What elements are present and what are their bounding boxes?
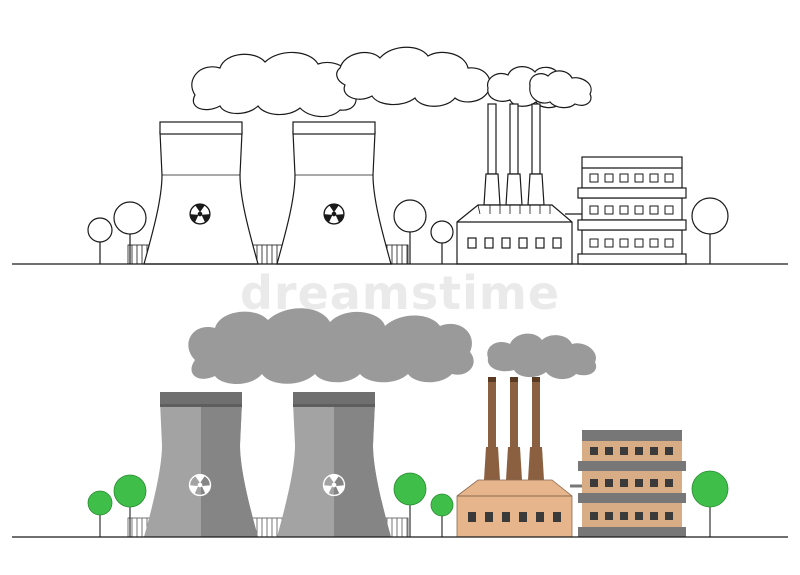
office-window [590, 447, 598, 455]
office-window [604, 205, 614, 215]
office-window [619, 205, 629, 215]
office-window [604, 173, 614, 183]
office-building [577, 156, 687, 265]
office-window [650, 447, 658, 455]
office-window [605, 447, 613, 455]
cooling-tower [277, 392, 391, 537]
factory-building [456, 204, 585, 265]
office-window [650, 479, 658, 487]
office-window [649, 205, 659, 215]
office-window [650, 512, 658, 520]
office-window [664, 173, 674, 183]
color-scene [12, 308, 788, 538]
office-window [664, 205, 674, 215]
office-window [620, 447, 628, 455]
office-window [619, 238, 629, 248]
factory-building [456, 479, 585, 538]
office-window [589, 205, 599, 215]
outline-scene [12, 46, 788, 265]
office-window [590, 479, 598, 487]
office-window [605, 479, 613, 487]
chimneys [483, 103, 545, 206]
office-window [665, 447, 673, 455]
office-window [590, 512, 598, 520]
office-window [634, 205, 644, 215]
office-window [649, 173, 659, 183]
office-window [634, 173, 644, 183]
office-window [665, 479, 673, 487]
office-building [578, 430, 686, 537]
office-window [589, 173, 599, 183]
smoke-cloud-icon [191, 46, 592, 118]
cooling-tower [276, 121, 392, 265]
office-window [620, 479, 628, 487]
office-window [634, 238, 644, 248]
tree-icon [87, 197, 729, 264]
office-window [589, 238, 599, 248]
office-window [664, 238, 674, 248]
office-window [619, 173, 629, 183]
office-window [649, 238, 659, 248]
tree-icon [87, 470, 729, 537]
office-window [605, 512, 613, 520]
smoke-cloud-icon [188, 308, 597, 384]
office-window [604, 238, 614, 248]
office-window [635, 447, 643, 455]
office-window [635, 479, 643, 487]
chimneys [484, 377, 544, 480]
cooling-tower [143, 121, 259, 265]
office-window [635, 512, 643, 520]
cooling-tower [144, 392, 258, 537]
office-window [665, 512, 673, 520]
office-window [620, 512, 628, 520]
